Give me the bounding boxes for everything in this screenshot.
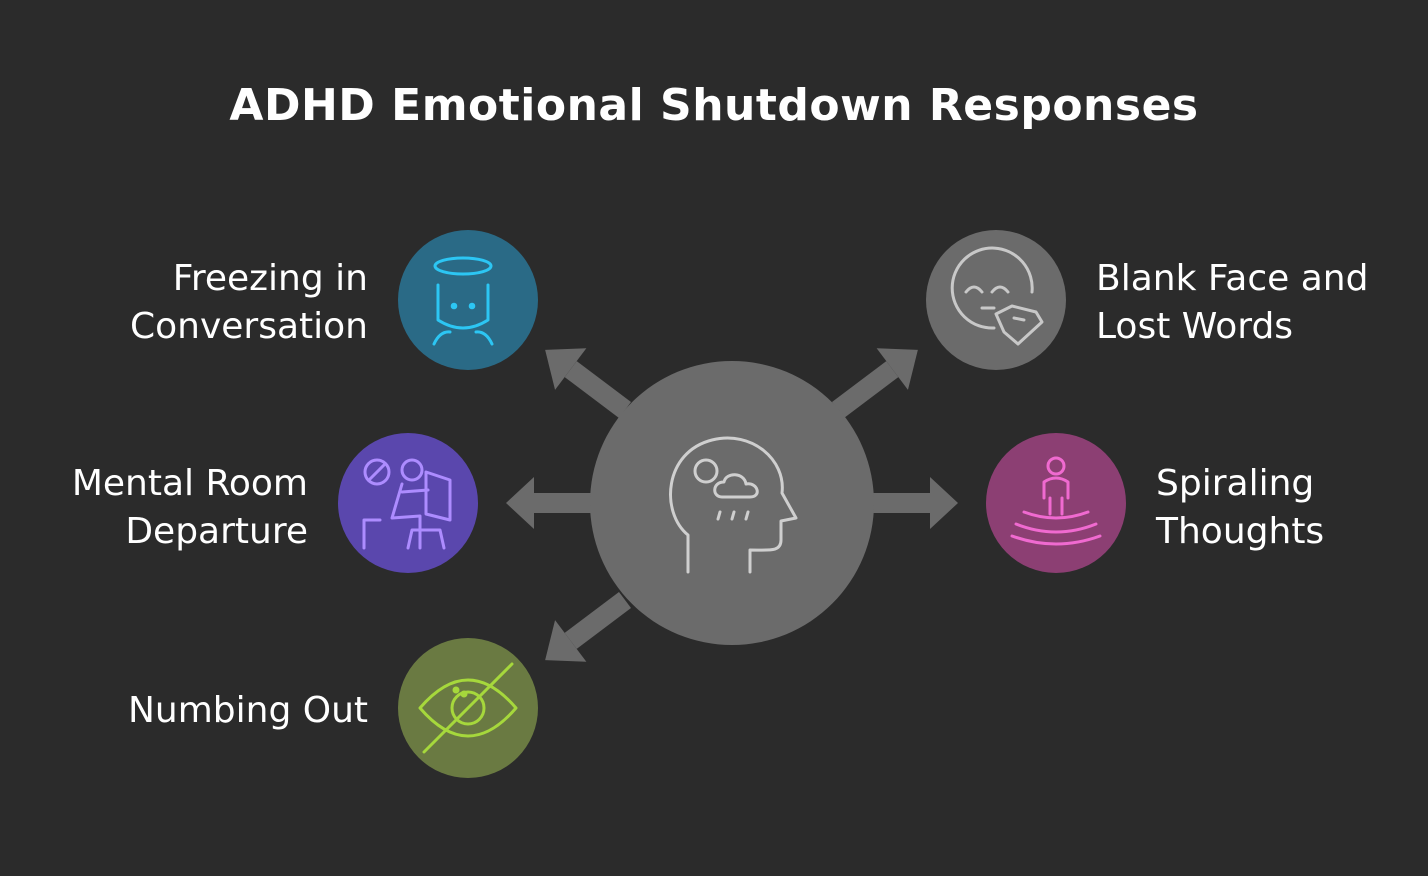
freezing-person-icon xyxy=(432,256,494,346)
spiral-label-line: Thoughts xyxy=(1156,511,1325,552)
mental-node xyxy=(338,433,478,573)
head-with-raincloud-icon xyxy=(669,436,798,574)
freezing-label-line: Conversation xyxy=(129,306,368,347)
blank-face-icon xyxy=(950,246,1044,346)
mental-label-line: Mental Room xyxy=(71,463,308,504)
arrow-to-numbing xyxy=(545,592,632,662)
blank-label-line: Blank Face and xyxy=(1096,258,1369,299)
numbing-label-line: Numbing Out xyxy=(127,690,368,731)
arrow-to-blank xyxy=(831,348,918,418)
arrow-to-spiral xyxy=(872,477,958,529)
blank-label: Blank Face and Lost Words xyxy=(1096,255,1416,351)
person-leaving-room-icon xyxy=(362,458,452,550)
numbing-label: Numbing Out xyxy=(60,687,368,735)
blank-node xyxy=(926,230,1066,370)
crossed-eye-icon xyxy=(418,662,518,754)
freezing-label: Freezing in Conversation xyxy=(60,255,368,351)
freezing-label-line: Freezing in xyxy=(172,258,368,299)
spiral-label: Spiraling Thoughts xyxy=(1156,460,1416,556)
spiral-node xyxy=(986,433,1126,573)
mental-label-line: Departure xyxy=(125,511,308,552)
diagram-title: ADHD Emotional Shutdown Responses xyxy=(229,80,1199,131)
arrow-to-mental xyxy=(506,477,592,529)
arrow-to-freezing xyxy=(545,348,632,418)
center-hub xyxy=(590,361,874,645)
freezing-node xyxy=(398,230,538,370)
mental-label: Mental Room Departure xyxy=(20,460,308,556)
blank-label-line: Lost Words xyxy=(1096,306,1294,347)
spiral-label-line: Spiraling xyxy=(1156,463,1315,504)
person-in-spiral-icon xyxy=(1010,456,1102,546)
